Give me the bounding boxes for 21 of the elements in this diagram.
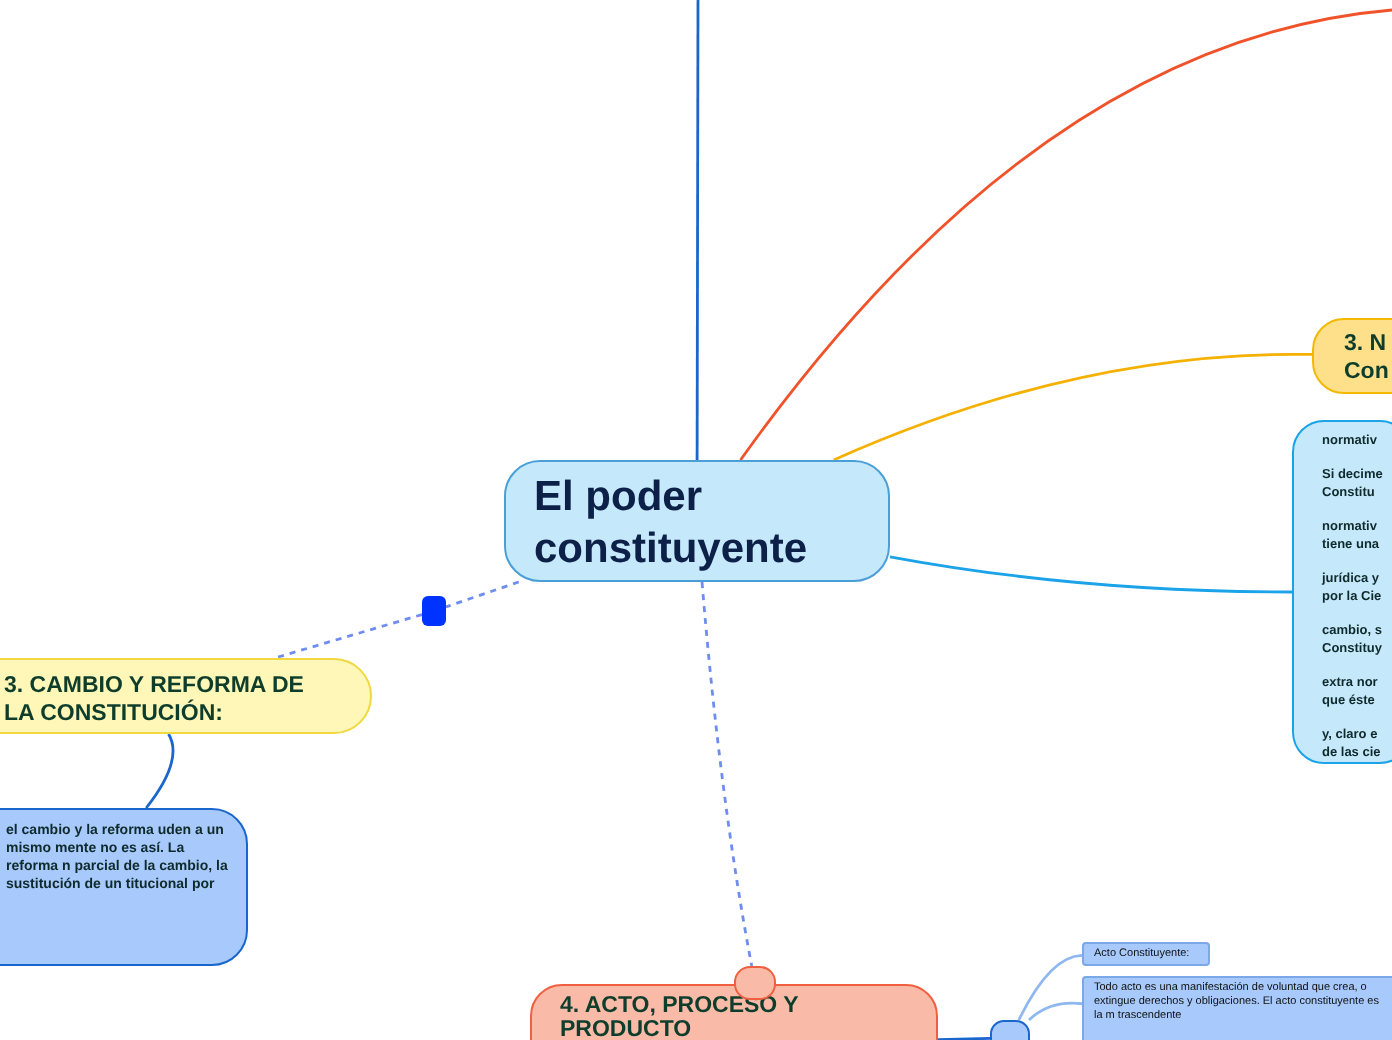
connector-line xyxy=(695,0,700,460)
connector-line xyxy=(1028,1001,1083,1022)
subtopic-box xyxy=(1082,942,1210,966)
connector-line xyxy=(937,1037,991,1040)
collapse-toggle xyxy=(422,596,446,626)
topic-text: El poder constituyente xyxy=(534,472,810,576)
connector-line xyxy=(445,580,520,609)
note-box xyxy=(0,808,248,966)
central-topic xyxy=(504,460,890,582)
topic-box xyxy=(0,658,372,734)
collapse-toggle xyxy=(734,966,776,1000)
connector-line xyxy=(700,581,754,967)
topic-text: 3. CAMBIO Y REFORMA DE LA CONSTITUCIÓN: xyxy=(4,672,306,728)
connector-line xyxy=(833,353,1312,462)
note-box xyxy=(1292,420,1392,764)
connector-line xyxy=(274,613,423,660)
connector-line xyxy=(1017,953,1083,1021)
connector-line xyxy=(145,733,175,809)
topic-text: 3. N Con xyxy=(1344,330,1391,386)
connector-line xyxy=(739,8,1392,461)
connector-line xyxy=(889,555,1292,594)
